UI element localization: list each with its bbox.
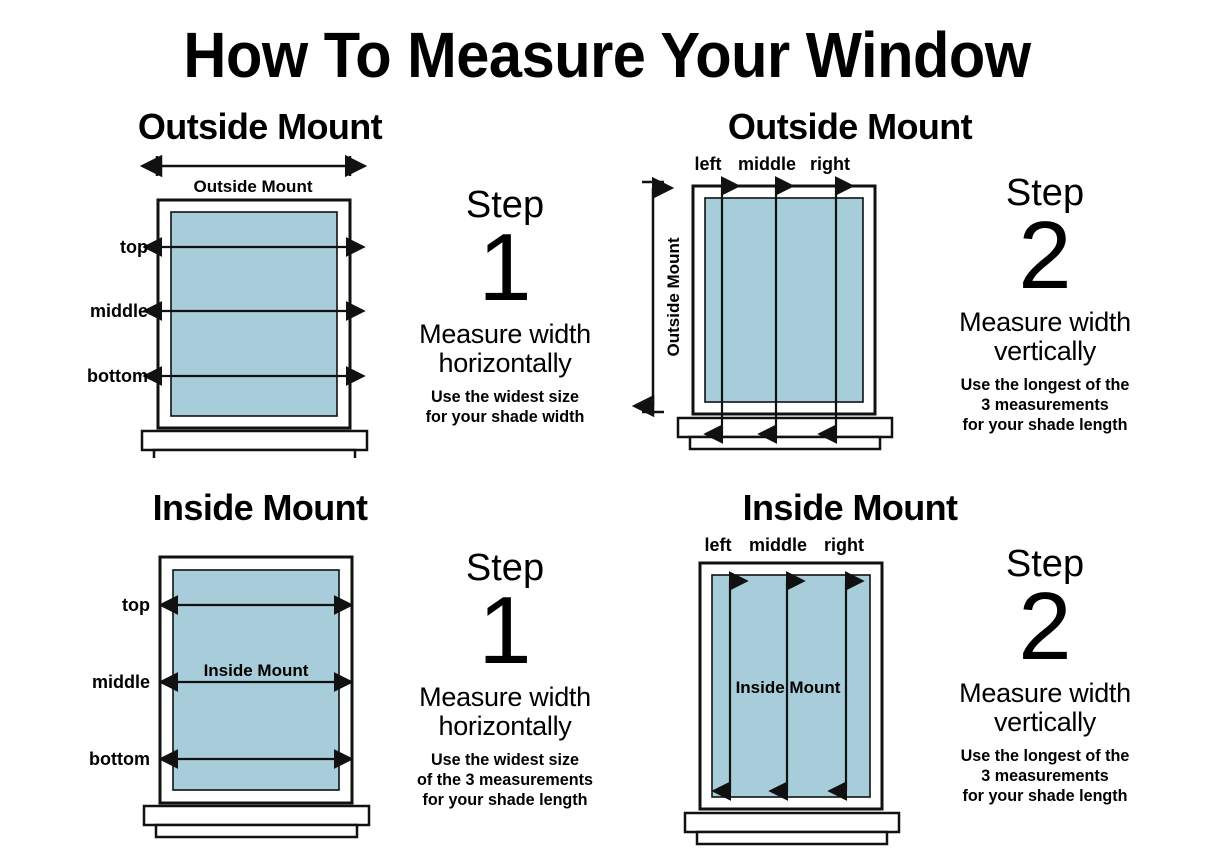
window-sill (142, 804, 371, 827)
fine-print-line-1: Use the widest size (430, 386, 580, 406)
step-desc-line-2: vertically (993, 707, 1097, 738)
dimension-label-outside-mount: Outside Mount (194, 177, 313, 196)
inside-mount-vertical-diagram: left middle right Inside Mount (683, 535, 901, 846)
step-desc-line-2: horizontally (438, 348, 572, 379)
window-glass-pane (170, 211, 338, 417)
row-label-bottom: bottom (87, 366, 148, 386)
step-block-1b: Step 1 Measure width horizontally Use th… (390, 549, 620, 810)
inside-mount-horizontal-diagram: Inside Mount top middle bottom (89, 555, 371, 839)
outside-mount-horizontal-diagram: Outside Mount top middle bottom (87, 154, 369, 458)
step-number: 1 (478, 577, 532, 684)
step-desc-line-2: vertically (993, 336, 1097, 367)
col-label-left: left (705, 535, 732, 555)
panel-title-outside-mount-1: Outside Mount (137, 106, 383, 147)
window-sill (676, 416, 894, 439)
row-label-top: top (120, 237, 148, 257)
step-desc-line-2: horizontally (438, 711, 572, 742)
fine-print-line-3: for your shade length (962, 414, 1128, 434)
step-word: Step (465, 547, 545, 589)
step-number: 2 (1018, 573, 1072, 680)
step-desc-line-1: Measure width (419, 319, 591, 350)
row-label-middle: middle (92, 672, 150, 692)
fine-print-line-1: Use the longest of the (960, 745, 1130, 765)
panel-inside-mount-step-1: Inside Mount Inside Mount top middle bot… (60, 487, 620, 857)
step-desc-line-1: Measure width (959, 678, 1131, 709)
step-block-2a: Step 2 Measure width vertically Use the … (930, 174, 1160, 435)
step-desc-line-1: Measure width (419, 682, 591, 713)
step-number: 1 (478, 214, 532, 321)
measure-arrows-horizontal (158, 595, 354, 769)
row-label-bottom: bottom (89, 749, 150, 769)
page-title: How To Measure Your Window (183, 19, 1031, 91)
outside-mount-height-dimension: Outside Mount (631, 176, 683, 418)
step-description: Measure width horizontally (390, 320, 620, 378)
step-block-2b: Step 2 Measure width vertically Use the … (930, 545, 1160, 806)
col-label-middle: middle (749, 535, 807, 555)
step-description: Measure width horizontally (390, 683, 620, 741)
dimension-label-outside-mount-vertical: Outside Mount (664, 237, 683, 356)
outside-mount-width-dimension: Outside Mount (139, 154, 368, 196)
fine-print-line-2: for your shade width (425, 406, 585, 426)
step-fine-print: Use the widest size of the 3 measurement… (396, 750, 615, 810)
panel-inside-mount-step-2: Inside Mount left middle right Inside Mo… (630, 487, 1200, 857)
window-apron (695, 830, 889, 846)
col-label-middle: middle (738, 154, 796, 174)
step-word: Step (1005, 543, 1085, 585)
measure-arrows-vertical (703, 176, 855, 444)
window-apron (152, 448, 357, 458)
fine-print-line-2: of the 3 measurements (417, 769, 593, 789)
fine-print-line-3: for your shade length (962, 785, 1128, 805)
step-desc-line-1: Measure width (959, 307, 1131, 338)
col-label-right: right (810, 154, 850, 174)
fine-print-line-2: 3 measurements (981, 765, 1109, 785)
window-glass-pane (704, 197, 864, 403)
step-fine-print: Use the widest size for your shade width (396, 387, 615, 427)
panel-outside-mount-step-1: Outside Mount Outside Mount (60, 106, 620, 466)
fine-print-line-1: Use the longest of the (960, 374, 1130, 394)
col-label-right: right (824, 535, 864, 555)
fine-print-line-1: Use the widest size (430, 749, 580, 769)
window-sill (140, 429, 369, 452)
panel-title-inside-mount-2: Inside Mount (742, 487, 958, 528)
step-number: 2 (1018, 202, 1072, 309)
window-glass-pane (172, 569, 340, 791)
step-description: Measure width vertically (930, 308, 1160, 366)
dimension-label-inside-mount-vertical: Inside Mount (736, 678, 841, 697)
measure-arrows-vertical (711, 571, 865, 801)
window-sill (683, 811, 901, 834)
row-label-top: top (122, 595, 150, 615)
step-description: Measure width vertically (930, 679, 1160, 737)
outside-mount-vertical-diagram: left middle right Outside Mount (631, 154, 894, 451)
measure-arrows-horizontal (142, 237, 366, 386)
fine-print-line-3: for your shade length (422, 789, 588, 809)
row-label-middle: middle (90, 301, 148, 321)
dimension-label-inside-mount: Inside Mount (204, 661, 309, 680)
panel-outside-mount-step-2: Outside Mount left middle right Outside … (630, 106, 1200, 466)
step-word: Step (465, 184, 545, 226)
step-block-1a: Step 1 Measure width horizontally Use th… (390, 186, 620, 427)
window-apron (688, 435, 882, 451)
step-fine-print: Use the longest of the 3 measurements fo… (936, 746, 1155, 806)
step-fine-print: Use the longest of the 3 measurements fo… (936, 375, 1155, 435)
panel-title-inside-mount-1: Inside Mount (152, 487, 368, 528)
panel-title-outside-mount-2: Outside Mount (727, 106, 973, 147)
col-label-left: left (695, 154, 722, 174)
step-word: Step (1005, 172, 1085, 214)
fine-print-line-2: 3 measurements (981, 394, 1109, 414)
window-apron (154, 823, 359, 839)
